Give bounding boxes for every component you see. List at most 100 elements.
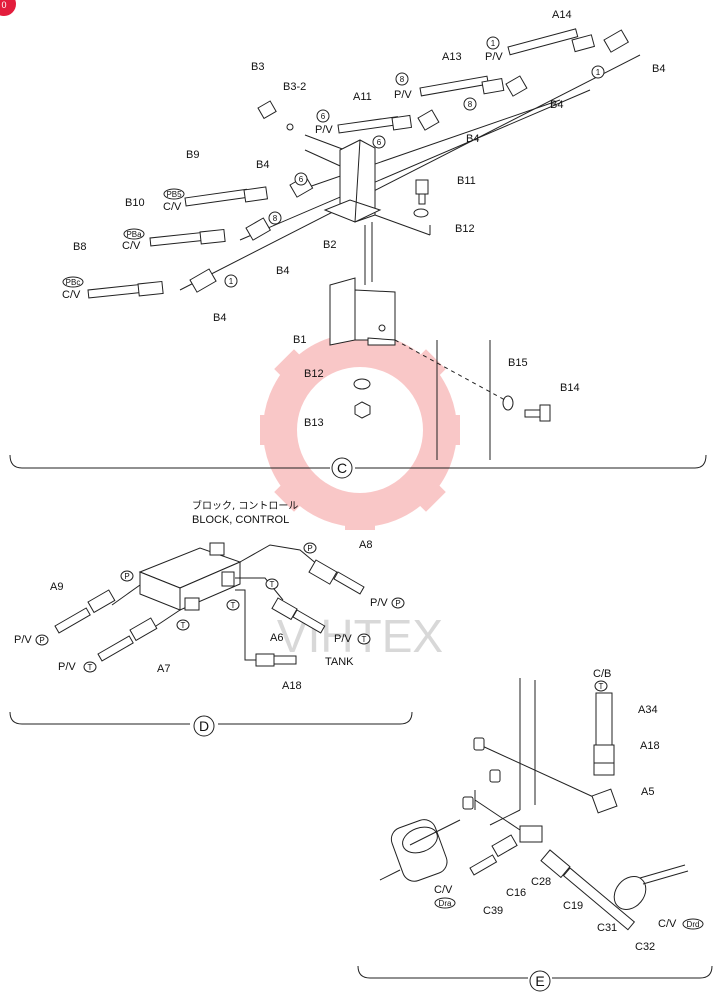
- callout-pv-a8: P/V: [370, 597, 388, 609]
- clamp-c32: [613, 864, 689, 910]
- hose-a11: [337, 109, 440, 134]
- label-b10: B10: [125, 197, 145, 209]
- hose-b9: [184, 175, 314, 207]
- label-b3-2: B3-2: [283, 81, 306, 93]
- label-c39: C39: [483, 905, 503, 917]
- title-jp: ブロック, コントロール: [192, 499, 298, 512]
- fitting-b4-a14: [603, 29, 630, 53]
- label-b1: B1: [293, 334, 306, 346]
- label-c32: C32: [635, 941, 655, 953]
- callout-p4: P: [395, 599, 400, 608]
- label-cb: C/B: [593, 668, 611, 680]
- hose-a14: [507, 28, 596, 56]
- label-c16: C16: [506, 887, 526, 899]
- section-e-marker: [529, 970, 551, 992]
- label-b4a: B4: [652, 63, 665, 75]
- hose-a13: [419, 75, 528, 97]
- callout-cv-right: C/V: [658, 918, 677, 930]
- label-b3: B3: [251, 61, 264, 73]
- section-e-labels: C/B A34 A18 A5 C28 C16 C39 C19 C31 C32 C…: [434, 668, 704, 953]
- section-e: E: [357, 678, 713, 992]
- washer-b12: [353, 378, 371, 390]
- section-e-marker-label: E: [535, 973, 544, 989]
- callout-pv-a9: P/V: [14, 634, 32, 646]
- label-a18: A18: [282, 680, 302, 692]
- callout-p1: P: [307, 544, 312, 553]
- callout-pba: PBa: [126, 230, 142, 239]
- label-b2: B2: [323, 239, 336, 251]
- section-c-marker-label: C: [337, 460, 347, 476]
- label-b13: B13: [304, 417, 324, 429]
- callout-pbc: PBc: [66, 278, 81, 287]
- fitting-a5: [591, 788, 618, 814]
- callout-t5: T: [362, 635, 367, 644]
- callout-n6c: 6: [299, 175, 304, 184]
- label-a9: A9: [50, 581, 63, 593]
- callout-t2: T: [231, 601, 236, 610]
- callout-n1c: 1: [229, 277, 234, 286]
- callout-n1b: 1: [596, 68, 601, 77]
- hose-a18: [255, 653, 297, 667]
- label-b4f: B4: [213, 312, 226, 324]
- label-b4d: B4: [256, 159, 269, 171]
- callout-pv-a11: P/V: [315, 124, 333, 136]
- hose-a6: [271, 597, 326, 634]
- callout-cv-b8: C/V: [62, 289, 81, 301]
- section-d-labels: ブロック, コントロール BLOCK, CONTROL A8 A9 A7 A6 …: [14, 499, 405, 692]
- callout-dra: Dra: [439, 899, 452, 908]
- label-b14: B14: [560, 382, 580, 394]
- corner-badge-text: 0: [1, 0, 6, 10]
- section-d: D: [9, 542, 413, 737]
- label-b15: B15: [508, 357, 528, 369]
- label-a11: A11: [353, 91, 372, 103]
- callout-tank: TANK: [325, 656, 354, 668]
- label-c28: C28: [531, 876, 551, 888]
- label-b12b: B12: [304, 368, 324, 380]
- nut-b13: [354, 401, 371, 419]
- callout-t1: T: [270, 580, 275, 589]
- callout-pv-a6: P/V: [334, 633, 352, 645]
- section-d-marker: [193, 715, 215, 737]
- callout-n8c: 8: [273, 214, 278, 223]
- label-a5: A5: [641, 786, 654, 798]
- callout-t3: T: [181, 621, 186, 630]
- hose-a7: [97, 617, 158, 662]
- hose-b8: [87, 268, 217, 299]
- hose-a34: [593, 692, 615, 776]
- callout-drd: Drd: [687, 920, 700, 929]
- callout-t: T: [599, 682, 604, 691]
- hose-c31: [540, 849, 636, 931]
- section-c: C: [9, 28, 707, 479]
- label-b12a: B12: [455, 223, 475, 235]
- label-c19: C19: [563, 900, 583, 912]
- fitting-c28: [519, 825, 543, 843]
- washer-b15: [502, 395, 514, 411]
- section-d-marker-label: D: [199, 718, 209, 734]
- label-a18: A18: [640, 740, 660, 752]
- hose-b10: [149, 217, 272, 247]
- label-a6: A6: [270, 632, 283, 644]
- label-b4c: B4: [466, 133, 479, 145]
- callout-pv-a13: P/V: [394, 89, 412, 101]
- label-c31: C31: [597, 922, 617, 934]
- callout-n8b: 8: [468, 100, 473, 109]
- callout-n6b: 6: [377, 138, 382, 147]
- label-a13: A13: [442, 51, 462, 63]
- label-b4b: B4: [550, 99, 563, 111]
- part-b3: [257, 100, 294, 131]
- corner-badge: [0, 0, 16, 16]
- filter-cylinder: [390, 819, 448, 882]
- callout-cv-b9: C/V: [163, 201, 182, 213]
- callout-p2: P: [124, 572, 129, 581]
- hose-a9: [54, 589, 116, 634]
- title-en: BLOCK, CONTROL: [192, 514, 289, 526]
- bolt-b11: [413, 179, 429, 218]
- label-a8: A8: [359, 539, 372, 551]
- label-b8: B8: [73, 241, 86, 253]
- callout-cv-left: C/V: [434, 884, 453, 896]
- label-a7: A7: [157, 663, 170, 675]
- callout-n8a: 8: [400, 75, 405, 84]
- bolt-b14: [524, 404, 551, 422]
- watermark-gear: [260, 330, 460, 530]
